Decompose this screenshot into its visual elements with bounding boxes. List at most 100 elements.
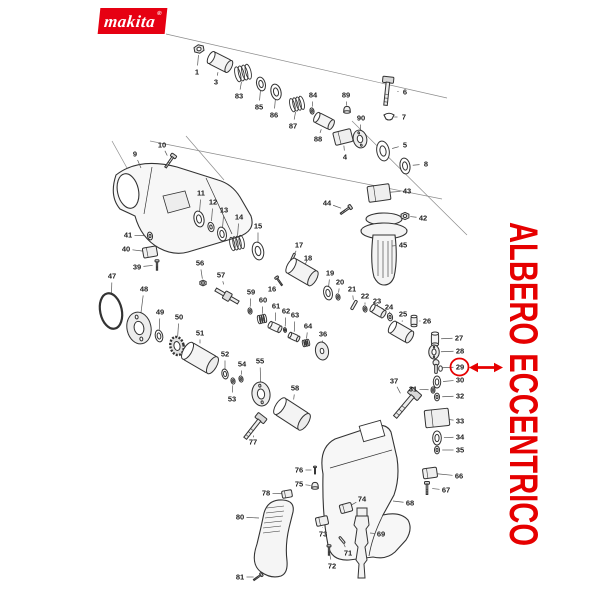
part-glyph-77 <box>243 412 268 441</box>
part-number-62: 62 <box>282 307 290 316</box>
leader-line-75 <box>305 484 311 486</box>
part-number-7: 7 <box>402 113 406 122</box>
part-number-88: 88 <box>314 135 322 144</box>
part-glyph-42 <box>400 211 410 221</box>
part-glyph-21 <box>350 299 358 311</box>
part-number-48: 48 <box>140 285 148 294</box>
part-number-3: 3 <box>214 78 218 87</box>
part-number-40: 40 <box>122 245 130 254</box>
part-glyph-73 <box>315 515 329 527</box>
part-number-39: 39 <box>133 263 141 272</box>
part-glyph-75 <box>311 481 319 490</box>
part-number-30: 30 <box>456 376 464 385</box>
part-glyph-25 <box>387 320 415 344</box>
part-glyph-22 <box>362 305 368 313</box>
part-glyph-31 <box>430 386 436 394</box>
leader-line-74 <box>351 501 357 506</box>
part-number-61: 61 <box>272 302 280 311</box>
highlight-circle <box>449 357 470 377</box>
part-number-27: 27 <box>455 334 463 343</box>
part-number-49: 49 <box>156 308 164 317</box>
part-glyph-48 <box>126 311 152 345</box>
part-number-72: 72 <box>328 562 336 571</box>
part-glyph-16 <box>274 275 284 287</box>
leader-line-44 <box>332 204 342 209</box>
part-number-86: 86 <box>270 111 278 120</box>
leader-line-85 <box>259 90 261 101</box>
part-number-53: 53 <box>228 395 236 404</box>
leader-line-1 <box>197 55 199 66</box>
leader-line-40 <box>132 249 144 252</box>
part-number-81: 81 <box>236 573 244 582</box>
part-number-29: 29 <box>456 363 464 372</box>
part-number-56: 56 <box>196 259 204 268</box>
part-glyph-57 <box>214 287 240 305</box>
part-number-58: 58 <box>291 384 299 393</box>
pistol-grip <box>253 499 294 578</box>
part-number-80: 80 <box>236 513 244 522</box>
part-number-33: 33 <box>456 417 464 426</box>
part-number-47: 47 <box>108 272 116 281</box>
part-number-68: 68 <box>406 499 414 508</box>
part-number-13: 13 <box>220 206 228 215</box>
annotation-text: ALBERO ECCENTRICO <box>501 222 545 546</box>
part-number-9: 9 <box>133 150 137 159</box>
part-number-11: 11 <box>197 189 205 198</box>
leader-line-88 <box>319 129 322 133</box>
leader-line-48 <box>140 295 144 314</box>
part-number-24: 24 <box>385 303 394 312</box>
part-number-63: 63 <box>291 311 299 320</box>
leader-line-10 <box>164 150 168 156</box>
part-number-90: 90 <box>357 114 365 123</box>
part-number-73: 73 <box>319 530 327 539</box>
leader-line-56 <box>200 269 203 279</box>
part-glyph-61 <box>267 320 283 334</box>
part-number-35: 35 <box>456 446 464 455</box>
part-number-52: 52 <box>221 350 229 359</box>
part-number-87: 87 <box>289 122 297 131</box>
part-glyph-20 <box>335 293 341 301</box>
part-number-41: 41 <box>124 231 132 240</box>
part-number-66: 66 <box>455 472 463 481</box>
part-glyph-56 <box>199 279 207 287</box>
part-number-23: 23 <box>373 297 381 306</box>
part-number-16: 16 <box>268 285 276 294</box>
part-number-76: 76 <box>295 466 303 475</box>
part-number-64: 64 <box>304 322 313 331</box>
part-glyph-62 <box>282 327 288 333</box>
part-number-69: 69 <box>377 530 385 539</box>
part-number-85: 85 <box>255 103 263 112</box>
part-glyph-83 <box>234 63 252 83</box>
part-glyph-51 <box>181 341 219 375</box>
makita-logo-text: makita <box>103 11 157 31</box>
part-glyph-85 <box>255 76 267 92</box>
part-glyph-78 <box>281 489 293 499</box>
part-number-4: 4 <box>343 153 348 162</box>
part-glyph-4 <box>332 128 354 146</box>
part-number-19: 19 <box>326 269 334 278</box>
part-number-71: 71 <box>344 549 352 558</box>
part-glyph-67 <box>424 481 430 495</box>
leader-line-86 <box>274 99 276 109</box>
leader-line-43 <box>389 191 401 193</box>
highlight-arrow-left-head <box>469 362 478 373</box>
part-glyph-14 <box>229 234 245 252</box>
part-glyph-6 <box>381 75 395 106</box>
part-number-74: 74 <box>358 495 367 504</box>
leader-line-9 <box>137 159 142 169</box>
leader-line-42 <box>410 216 417 218</box>
part-number-34: 34 <box>456 433 465 442</box>
part-glyph-24 <box>386 312 394 322</box>
part-glyph-41 <box>146 231 154 241</box>
part-glyph-33 <box>423 407 451 429</box>
part-glyph-54 <box>238 375 244 383</box>
leader-line-5 <box>392 146 399 149</box>
part-number-57: 57 <box>217 271 225 280</box>
part-number-77: 77 <box>249 438 257 447</box>
part-number-12: 12 <box>209 198 217 207</box>
part-glyph-29 <box>432 359 443 374</box>
part-glyph-44 <box>339 204 353 216</box>
part-glyph-15 <box>251 241 265 261</box>
part-glyph-36 <box>314 341 330 361</box>
